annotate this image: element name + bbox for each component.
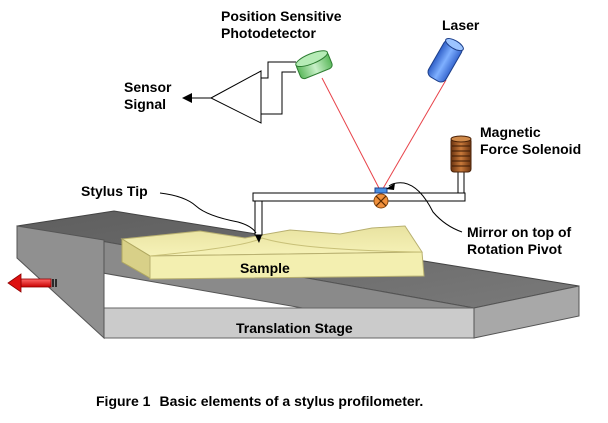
- sample-bottom-face: [149, 251, 425, 280]
- laser-source: [427, 37, 464, 83]
- solenoid-label-line1: Magnetic: [480, 124, 541, 140]
- magnetic-solenoid: [450, 135, 472, 194]
- stylus-tip-point: [255, 235, 262, 243]
- sensor-signal-arrowhead: [182, 93, 192, 103]
- mirror-pivot-label-line1: Mirror on top of: [467, 224, 572, 240]
- mirror: [374, 187, 388, 194]
- laser-label: Laser: [442, 17, 480, 33]
- mirror-leader: [388, 182, 463, 233]
- sample-label: Sample: [240, 260, 290, 276]
- laser-reflected-beam: [321, 77, 382, 193]
- laser-incident-beam: [380, 79, 447, 193]
- amplifier-triangle: [209, 70, 262, 124]
- figure-number: Figure 1: [96, 393, 151, 409]
- translation-direction-arrow: [7, 273, 57, 293]
- figure-caption: Figure 1 Basic elements of a stylus profi…: [96, 393, 423, 410]
- stylus-tip-leader: [159, 192, 257, 234]
- sensor-signal-label: Sensor Signal: [124, 79, 171, 113]
- stage-right-face: [473, 285, 580, 339]
- solenoid-label: Magnetic Force Solenoid: [480, 124, 581, 158]
- mirror-pivot-label-line2: Rotation Pivot: [467, 241, 562, 257]
- stylus-shaft: [254, 200, 263, 236]
- sample-block: [120, 225, 425, 280]
- photodetector-label-line1: Position Sensitive: [221, 8, 342, 24]
- solenoid-label-line2: Force Solenoid: [480, 141, 582, 157]
- photodetector: [295, 50, 333, 80]
- rotation-pivot: [373, 193, 389, 209]
- sensor-signal-label-line1: Sensor: [124, 79, 172, 95]
- photodetector-label: Position Sensitive Photodetector: [221, 8, 342, 42]
- photodetector-label-line2: Photodetector: [221, 25, 316, 41]
- stylus-tip-label: Stylus Tip: [81, 183, 148, 199]
- figure-caption-text: Basic elements of a stylus profilometer.: [159, 393, 424, 409]
- stylus-lever: [252, 192, 466, 243]
- mirror-pivot-label: Mirror on top of Rotation Pivot: [467, 224, 571, 258]
- detector-wire-lower: [261, 71, 296, 115]
- detector-wire-upper: [261, 61, 296, 79]
- stage-left-end: [16, 225, 105, 340]
- sensor-signal-label-line2: Signal: [124, 96, 167, 112]
- mirror-leader-arrowhead: [386, 183, 395, 190]
- sample-surface-groove: [149, 237, 423, 257]
- translation-stage-label: Translation Stage: [236, 320, 353, 336]
